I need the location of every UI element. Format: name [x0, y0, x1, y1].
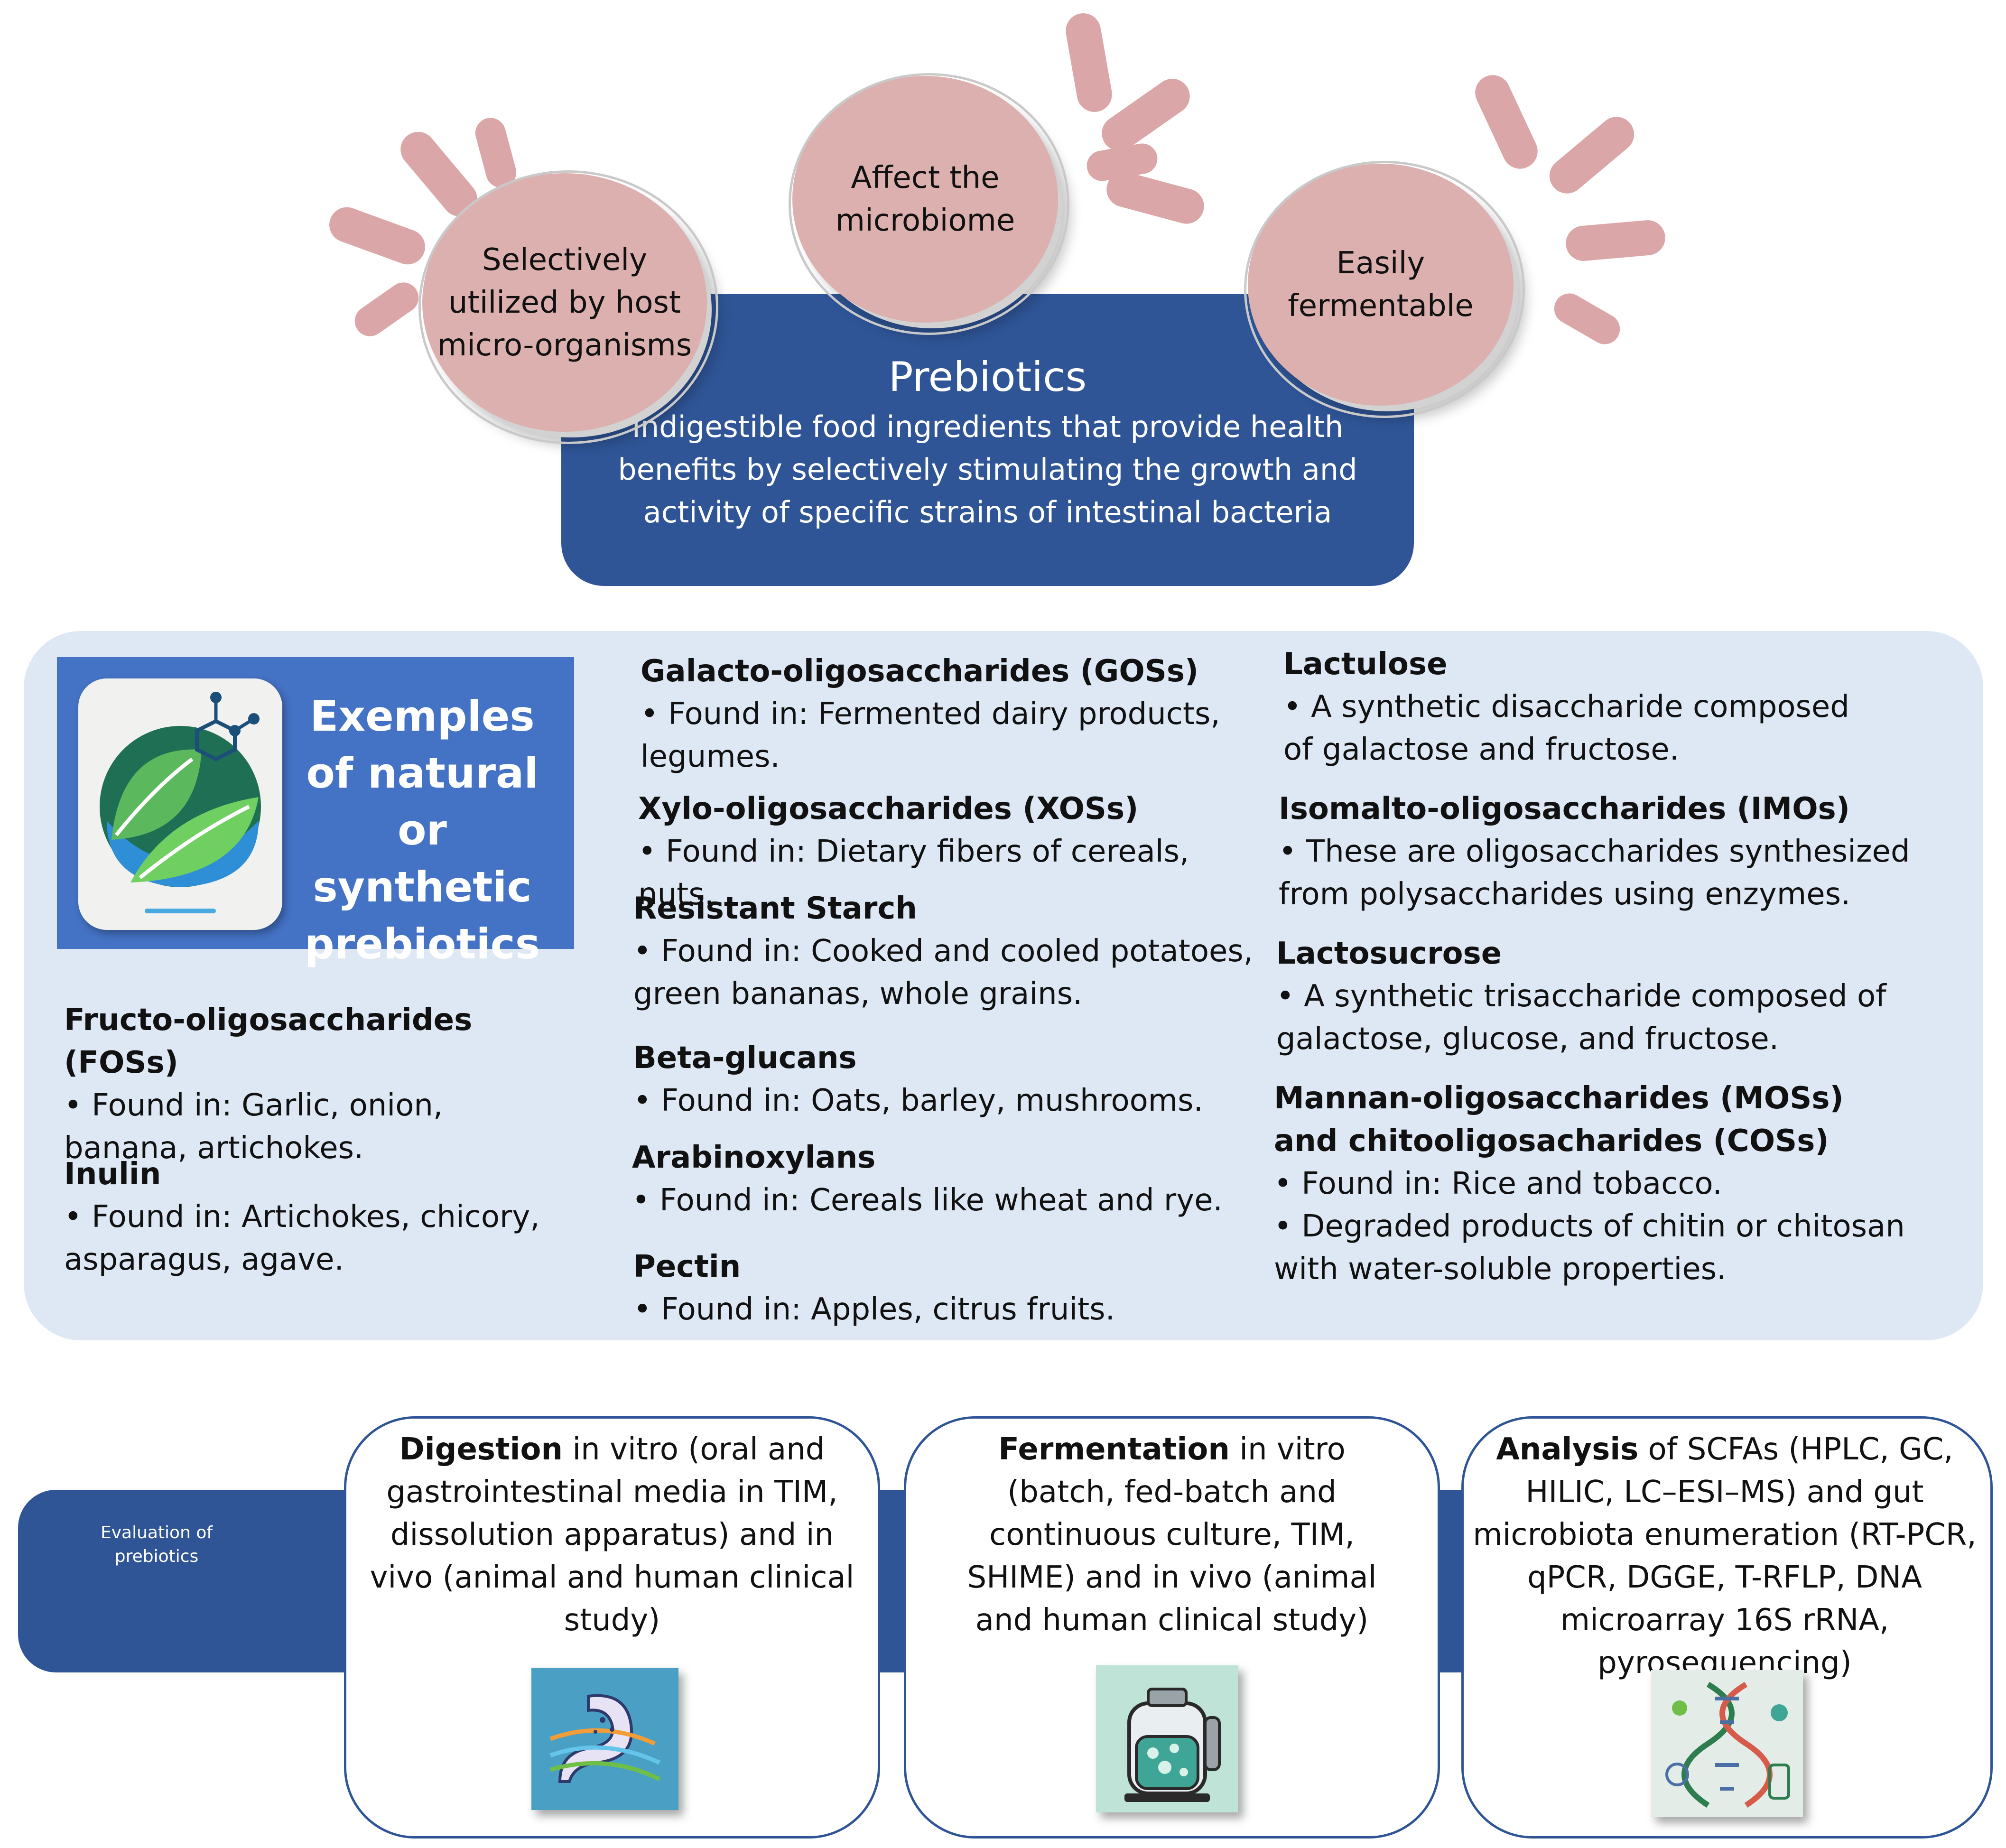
example-detail: • Found in: Cereals like wheat and rye.	[632, 1183, 1223, 1218]
evaluation-text-analysis: Analysis of SCFAs (HPLC, GC, HILIC, LC–E…	[1468, 1428, 1981, 1684]
property-circle-easily-fermentable: Easily fermentable	[1248, 164, 1514, 406]
example-name: Beta-glucans	[633, 1040, 857, 1076]
dna-lab-icon	[1651, 1670, 1803, 1817]
example-detail: • These are oligosaccharides synthesized…	[1279, 834, 1910, 912]
evaluation-keyword: Fermentation	[998, 1432, 1230, 1467]
ray-decoration	[1564, 218, 1667, 263]
example-detail: • Found in: Oats, barley, mushrooms.	[633, 1083, 1203, 1118]
example-detail: • Found in: Apples, citrus fruits.	[633, 1292, 1115, 1327]
example-name: Resistant Starch	[633, 891, 917, 926]
evaluation-keyword: Analysis	[1496, 1432, 1639, 1467]
ray-decoration	[349, 276, 425, 343]
example-name: Fructo-oligosaccharides (FOSs)	[64, 1003, 473, 1080]
example-fos: Fructo-oligosaccharides (FOSs) • Found i…	[64, 999, 567, 1170]
ray-decoration	[1469, 69, 1543, 175]
example-detail: • Found in: Fermented dairy products, le…	[641, 696, 1220, 774]
example-name: Galacto-oligosaccharides (GOSs)	[641, 654, 1199, 689]
example-imos: Isomalto-oligosaccharides (IMOs) • These…	[1279, 788, 1962, 916]
example-name: Pectin	[633, 1249, 741, 1284]
property-label: Selectively utilized by host micro-organ…	[437, 242, 692, 363]
examples-title: Exemples of natural or synthetic prebiot…	[304, 692, 540, 968]
fermenter-icon	[1096, 1665, 1238, 1812]
example-inulin: Inulin • Found in: Artichokes, chicory, …	[64, 1153, 567, 1281]
property-label: Easily fermentable	[1288, 246, 1474, 324]
ray-decoration	[1549, 288, 1625, 350]
example-detail: • Degraded products of chitin or chitosa…	[1274, 1209, 1905, 1287]
example-name: Isomalto-oligosaccharides (IMOs)	[1279, 791, 1850, 826]
stomach-icon	[549, 1694, 661, 1783]
example-beta-glucans: Beta-glucans • Found in: Oats, barley, m…	[633, 1037, 1255, 1122]
example-name: Arabinoxylans	[632, 1140, 876, 1175]
property-circle-affect-microbiome: Affect the microbiome	[792, 76, 1058, 323]
example-resistant-starch: Resistant Starch • Found in: Cooked and …	[633, 887, 1255, 1015]
example-detail: • Found in: Garlic, onion, banana, artic…	[64, 1088, 443, 1166]
evaluation-keyword: Digestion	[399, 1432, 563, 1467]
digestive-tract-icon	[531, 1668, 678, 1810]
evaluation-description: of SCFAs (HPLC, GC, HILIC, LC–ESI–MS) an…	[1473, 1432, 1977, 1681]
prebiotics-title: Prebiotics	[888, 353, 1087, 401]
ray-decoration	[1542, 110, 1642, 201]
dna-helix-icon	[1665, 1681, 1790, 1808]
example-name: Mannan-oligosaccharides (MOSs) and chito…	[1274, 1081, 1844, 1159]
evaluation-text-digestion: Digestion in vitro (oral and gastrointes…	[363, 1428, 861, 1642]
property-circle-selectively-utilized: Selectively utilized by host micro-organ…	[422, 173, 707, 432]
ray-decoration	[1063, 10, 1115, 115]
example-pectin: Pectin • Found in: Apples, citrus fruits…	[633, 1245, 1255, 1331]
example-arabinoxylans: Arabinoxylans • Found in: Cereals like w…	[632, 1136, 1254, 1222]
evaluation-text-fermentation: Fermentation in vitro (batch, fed-batch …	[942, 1428, 1402, 1642]
example-name: Xylo-oligosaccharides (XOSs)	[638, 791, 1139, 826]
example-mos-cos: Mannan-oligosaccharides (MOSs) and chito…	[1274, 1077, 1957, 1291]
example-lactosucrose: Lactosucrose • A synthetic trisaccharide…	[1276, 932, 1888, 1060]
property-label: Affect the microbiome	[835, 160, 1015, 238]
evaluation-description: in vitro (batch, fed-batch and continuou…	[967, 1432, 1377, 1638]
ray-decoration	[324, 202, 430, 269]
example-detail: • Found in: Cooked and cooled potatoes, …	[633, 934, 1254, 1012]
bioreactor-icon	[1124, 1688, 1221, 1802]
example-lactulose: Lactulose • A synthetic disaccharide com…	[1283, 643, 1881, 771]
example-detail: • A synthetic disaccharide composed of g…	[1283, 689, 1849, 767]
example-detail: • Found in: Rice and tobacco.	[1274, 1166, 1722, 1201]
example-detail: • Found in: Dietary fibers of cereals, n…	[638, 834, 1189, 912]
prebiotics-description: Indigestible food ingredients that provi…	[618, 409, 1357, 529]
prebiotic-leaf-molecule-icon	[78, 678, 282, 930]
evaluation-description: in vitro (oral and gastrointestinal medi…	[370, 1432, 854, 1638]
evaluation-label: Evaluation of prebiotics	[100, 1523, 213, 1566]
leaf-molecule-icon	[100, 692, 261, 913]
example-xos: Xylo-oligosaccharides (XOSs) • Found in:…	[638, 788, 1264, 916]
example-name: Lactulose	[1283, 647, 1448, 682]
example-gos: Galacto-oligosaccharides (GOSs) • Found …	[641, 650, 1257, 778]
example-name: Lactosucrose	[1276, 936, 1502, 971]
example-name: Inulin	[64, 1157, 161, 1192]
ray-decoration	[1084, 141, 1160, 184]
example-detail: • Found in: Artichokes, chicory, asparag…	[64, 1199, 540, 1277]
example-detail: • A synthetic trisaccharide composed of …	[1276, 979, 1886, 1057]
